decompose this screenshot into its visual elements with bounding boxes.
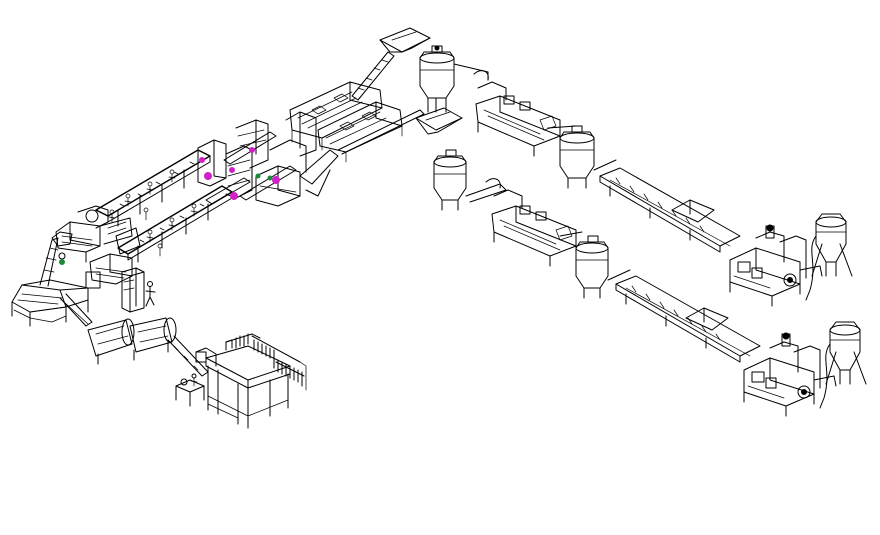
lower-sorting-conveyor <box>117 185 233 263</box>
magenta-marker <box>229 167 235 173</box>
upper-cyclone-silo <box>805 213 853 301</box>
green-indicator <box>59 259 65 265</box>
lower-friction-washer <box>485 178 583 267</box>
drum-washer <box>59 293 209 377</box>
silo-top-left <box>419 45 489 113</box>
lower-cyclone-silo <box>819 321 867 409</box>
magenta-marker <box>204 172 212 180</box>
washing-machinery-block <box>197 111 339 207</box>
green-indicator <box>255 173 261 179</box>
green-indicator <box>267 175 273 181</box>
upper-extruder-unit <box>729 224 823 307</box>
upper-sorting-conveyor <box>95 149 211 227</box>
silo-lower-right <box>575 235 631 299</box>
magenta-marker <box>230 192 238 200</box>
silo-upper-right <box>559 125 617 189</box>
magenta-marker <box>199 157 205 163</box>
magenta-marker <box>249 147 255 153</box>
silo-middle-left <box>433 149 507 211</box>
lower-screw-conveyor <box>615 275 761 363</box>
incline-elevator-top <box>351 27 431 101</box>
magenta-marker <box>272 176 280 184</box>
middle-hopper <box>415 107 463 135</box>
lower-extruder-unit <box>743 332 837 417</box>
upper-friction-washer <box>473 70 577 157</box>
upper-screw-conveyor <box>599 167 741 253</box>
upper-washing-tanks <box>289 81 425 163</box>
shredder-feed-station <box>11 231 89 327</box>
control-panel-cabinet <box>121 267 156 313</box>
platform-structure <box>175 333 307 429</box>
sorting-cabins <box>55 205 141 289</box>
